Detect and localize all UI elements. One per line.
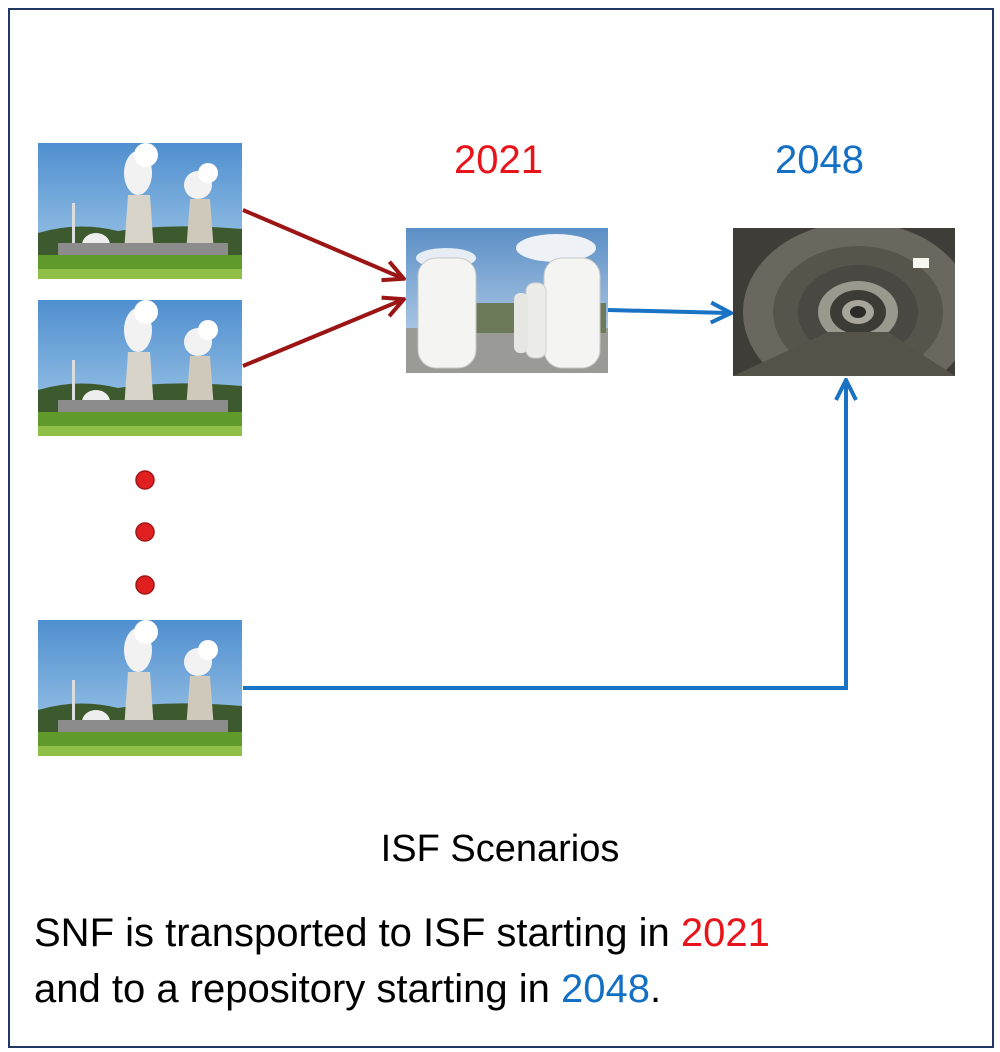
diagram-caption: ISF Scenarios [380,828,620,870]
summary-text-part2: and to a repository starting in [34,967,561,1011]
summary-line-1: SNF is transported to ISF starting in 20… [34,905,770,961]
nuclear-plant-illustration [38,143,242,279]
isf-dry-cask-photo [406,228,608,373]
ellipsis-dot-1 [135,470,155,490]
arrow-isf-to-repository [607,310,729,313]
repository-tunnel-photo [733,228,955,376]
year-label-isf: 2021 [454,138,543,182]
summary-text-part1: SNF is transported to ISF starting in [34,911,681,955]
arrow-plant1-to-isf [242,208,402,278]
slide-frame [8,8,994,1048]
dry-cask-illustration [406,228,608,373]
nuclear-plant-photo-2 [38,300,242,436]
summary-year-isf: 2021 [680,911,770,955]
tunnel-illustration [733,228,955,376]
summary-line-2: and to a repository starting in 2048. [34,961,770,1017]
arrow-plant3-to-repository [243,382,846,690]
nuclear-plant-photo-3 [38,620,242,756]
nuclear-plant-illustration [38,300,242,436]
nuclear-plant-photo-1 [38,143,242,279]
arrow-plant2-to-isf [242,300,402,368]
summary-text: SNF is transported to ISF starting in 20… [34,905,770,1017]
summary-year-repository: 2048 [560,967,650,1011]
summary-period: . [649,967,662,1011]
ellipsis-dot-2 [135,522,155,542]
ellipsis-dot-3 [135,575,155,595]
year-label-repository: 2048 [775,138,864,182]
nuclear-plant-illustration [38,620,242,756]
